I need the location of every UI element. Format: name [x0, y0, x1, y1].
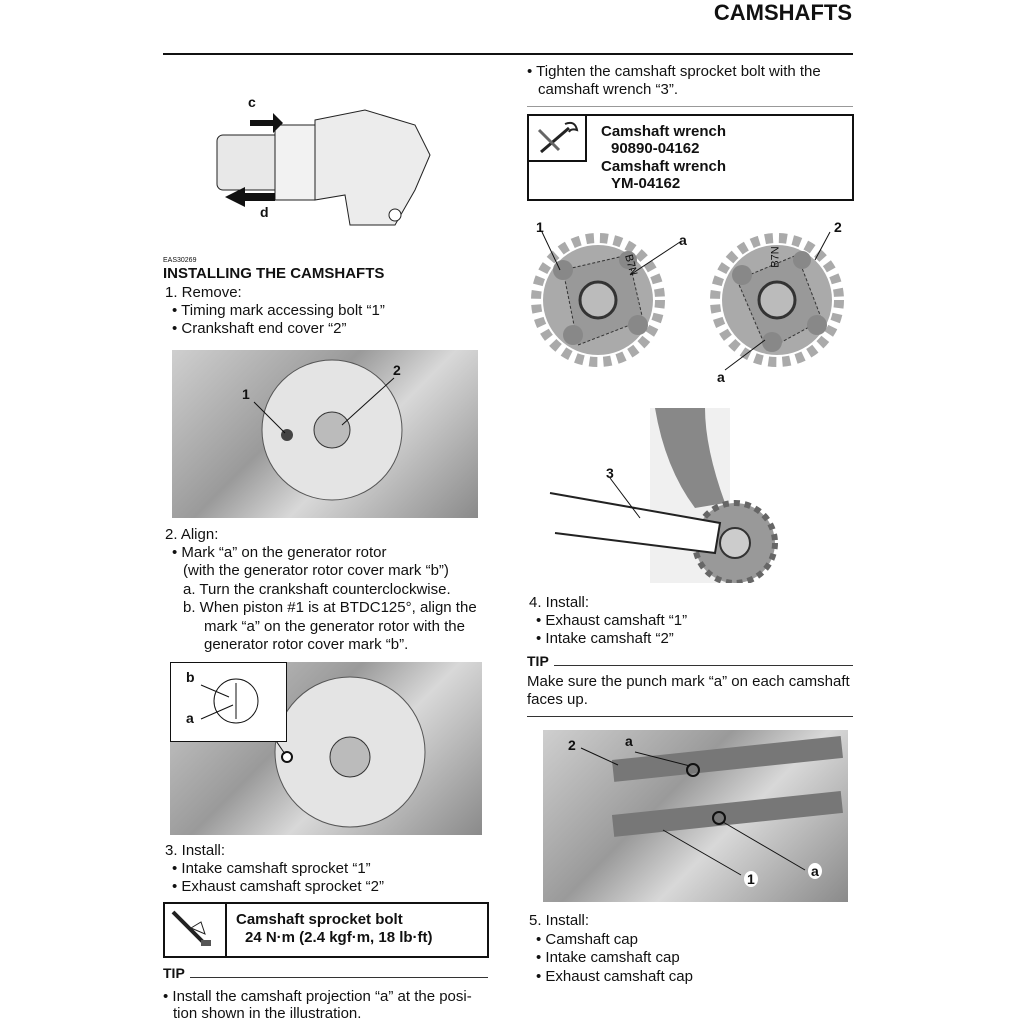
arrow-left-icon [225, 187, 275, 207]
step4-item: • Exhaust camshaft “1” [536, 612, 688, 629]
special-tool-box: Camshaft wrench 90890-04162 Camshaft wre… [527, 114, 854, 201]
step2-title: 2. Align: [165, 526, 219, 543]
tip-line: • Install the camshaft projection “a” at… [163, 988, 472, 1005]
step1-item: • Timing mark accessing bolt “1” [172, 302, 385, 319]
step1-item: • Crankshaft end cover “2” [172, 320, 347, 337]
cylinder-head-photo [543, 730, 848, 902]
tool-number: YM-04162 [611, 175, 681, 192]
tip-line: Make sure the punch mark “a” on each cam… [527, 673, 850, 690]
sprocket-mark: B7N [769, 246, 782, 268]
callout-a: a [808, 863, 822, 879]
callout-a: a [679, 232, 687, 248]
callout-2: 2 [834, 219, 842, 235]
callout-d: d [260, 204, 269, 220]
tip-line: faces up. [527, 691, 588, 708]
special-tool-icon [529, 116, 587, 162]
tip-rule [554, 665, 853, 666]
callout-1: 1 [744, 871, 758, 887]
torque-value: 24 N·m (2.4 kgf·m, 18 lb·ft) [245, 929, 433, 946]
section-title: INSTALLING THE CAMSHAFTS [163, 265, 385, 282]
tool-name: Camshaft wrench [601, 158, 727, 175]
callout-b: b [186, 669, 195, 685]
camshaft-wrench-figure [549, 408, 778, 583]
tip-rule [190, 977, 488, 978]
step2-line: • Mark “a” on the generator rotor [172, 544, 387, 561]
tool-name: Camshaft wrench [601, 123, 727, 140]
callout-1: 1 [242, 386, 250, 402]
tip-line: tion shown in the illustration. [173, 1005, 362, 1022]
torque-wrench-icon [165, 904, 227, 956]
torque-spec-box: Camshaft sprocket bolt 24 N·m (2.4 kgf·m… [163, 902, 489, 958]
tip-label: TIP [163, 965, 185, 981]
step5-item: • Camshaft cap [536, 931, 638, 948]
callout-a: a [625, 733, 633, 749]
torque-item: Camshaft sprocket bolt [236, 911, 403, 928]
tip-end-rule [527, 716, 853, 717]
callout-a: a [186, 710, 194, 726]
tensioner-figure [216, 109, 431, 226]
callout-a: a [717, 369, 725, 385]
detail-inset [170, 662, 287, 742]
divider [527, 106, 853, 107]
step4-title: 4. Install: [529, 594, 590, 611]
tool-number: 90890-04162 [611, 140, 700, 157]
step5-title: 5. Install: [529, 912, 590, 929]
step1-title: 1. Remove: [165, 284, 242, 301]
callout-3: 3 [606, 465, 614, 481]
step3-title: 3. Install: [165, 842, 226, 859]
ref-code: EAS30269 [163, 257, 197, 264]
step4-item: • Intake camshaft “2” [536, 630, 674, 647]
tip-label: TIP [527, 653, 549, 669]
generator-cover-photo [172, 350, 478, 518]
arrow-right-icon [250, 113, 283, 133]
callout-2: 2 [568, 737, 576, 753]
step3-item: • Exhaust camshaft sprocket “2” [172, 878, 384, 895]
step2-line: (with the generator rotor cover mark “b”… [183, 562, 449, 579]
callout-c: c [248, 94, 256, 110]
header-rule [163, 53, 853, 55]
step3-item: • Intake camshaft sprocket “1” [172, 860, 371, 877]
callout-2: 2 [393, 362, 401, 378]
camshaft-sprockets-figure [531, 231, 844, 371]
intro-line: • Tighten the camshaft sprocket bolt wit… [527, 63, 821, 80]
step2-line: generator rotor cover mark “b”. [204, 636, 409, 653]
generator-rotor-photo [170, 662, 482, 835]
step2-line: mark “a” on the generator rotor with the [204, 618, 465, 635]
step2-line: a. Turn the crankshaft counterclockwise. [183, 581, 451, 598]
intro-line: camshaft wrench “3”. [538, 81, 679, 98]
step5-item: • Intake camshaft cap [536, 949, 680, 966]
step5-item: • Exhaust camshaft cap [536, 968, 693, 985]
page-title: CAMSHAFTS [713, 0, 852, 25]
step2-line: b. When piston #1 is at BTDC125°, align … [183, 599, 477, 616]
callout-1: 1 [536, 219, 544, 235]
